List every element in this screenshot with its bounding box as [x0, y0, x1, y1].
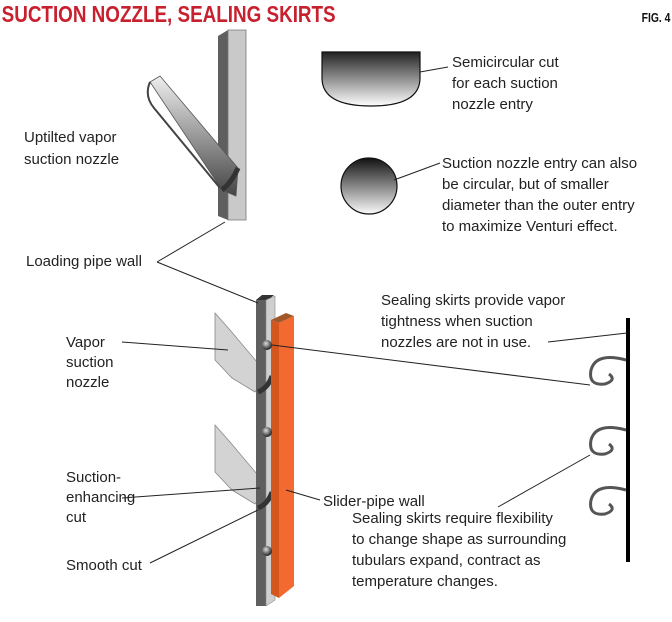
label-circular-entry: Suction nozzle entry can also be circula…	[442, 155, 637, 235]
svg-text:Suction nozzle entry can also: Suction nozzle entry can also	[442, 155, 637, 172]
svg-text:suction: suction	[66, 354, 114, 371]
label-sealing-skirts-top: Sealing skirts provide vapor tightness w…	[381, 292, 565, 351]
svg-text:tubulars expand, contract as: tubulars expand, contract as	[352, 552, 540, 569]
svg-text:be circular, but of smaller: be circular, but of smaller	[442, 176, 609, 193]
label-slider-pipe-wall: Slider-pipe wall	[323, 493, 425, 510]
svg-text:Suction-: Suction-	[66, 469, 121, 486]
svg-text:Uptilted vapor: Uptilted vapor	[24, 129, 117, 146]
svg-text:Sealing skirts require flexibi: Sealing skirts require flexibility	[352, 510, 553, 527]
figure-label: FIG. 4	[642, 11, 671, 25]
svg-text:diameter than the outer entry: diameter than the outer entry	[442, 197, 635, 214]
nozzle-assembly-illustration	[214, 295, 294, 607]
svg-text:Vapor: Vapor	[66, 334, 105, 351]
svg-text:nozzle: nozzle	[66, 374, 109, 391]
svg-text:temperature changes.: temperature changes.	[352, 573, 498, 590]
svg-text:for each suction: for each suction	[452, 75, 558, 92]
svg-text:nozzles are not in use.: nozzles are not in use.	[381, 334, 531, 351]
svg-text:Sealing skirts provide vapor: Sealing skirts provide vapor	[381, 292, 565, 309]
label-uptilted-nozzle: Uptilted vapor suction nozzle	[24, 129, 119, 168]
svg-text:nozzle entry: nozzle entry	[452, 96, 533, 113]
circular-entry-shape	[340, 157, 398, 215]
label-vapor-suction-nozzle: Vapor suction nozzle	[66, 334, 114, 391]
leader-lines	[121, 66, 628, 564]
svg-text:to maximize Venturi effect.: to maximize Venturi effect.	[442, 218, 618, 235]
label-loading-pipe-wall: Loading pipe wall	[26, 253, 142, 270]
label-suction-enhancing-cut: Suction- enhancing cut	[66, 469, 135, 526]
uptilted-nozzle-illustration	[146, 29, 247, 221]
svg-text:enhancing: enhancing	[66, 489, 135, 506]
svg-text:to change shape as surrounding: to change shape as surrounding	[352, 531, 566, 548]
svg-text:Semicircular cut: Semicircular cut	[452, 54, 560, 71]
svg-text:tightness when suction: tightness when suction	[381, 313, 533, 330]
semicircular-cut-shape	[321, 51, 421, 107]
label-smooth-cut: Smooth cut	[66, 557, 143, 574]
svg-text:cut: cut	[66, 509, 87, 526]
sealing-skirt-illustration	[589, 318, 630, 562]
svg-text:suction nozzle: suction nozzle	[24, 151, 119, 168]
diagram-title: SUCTION NOZZLE, SEALING SKIRTS	[2, 2, 336, 27]
label-semicircular-cut: Semicircular cut for each suction nozzle…	[452, 54, 560, 113]
label-sealing-skirts-bottom: Sealing skirts require flexibility to ch…	[352, 510, 566, 590]
